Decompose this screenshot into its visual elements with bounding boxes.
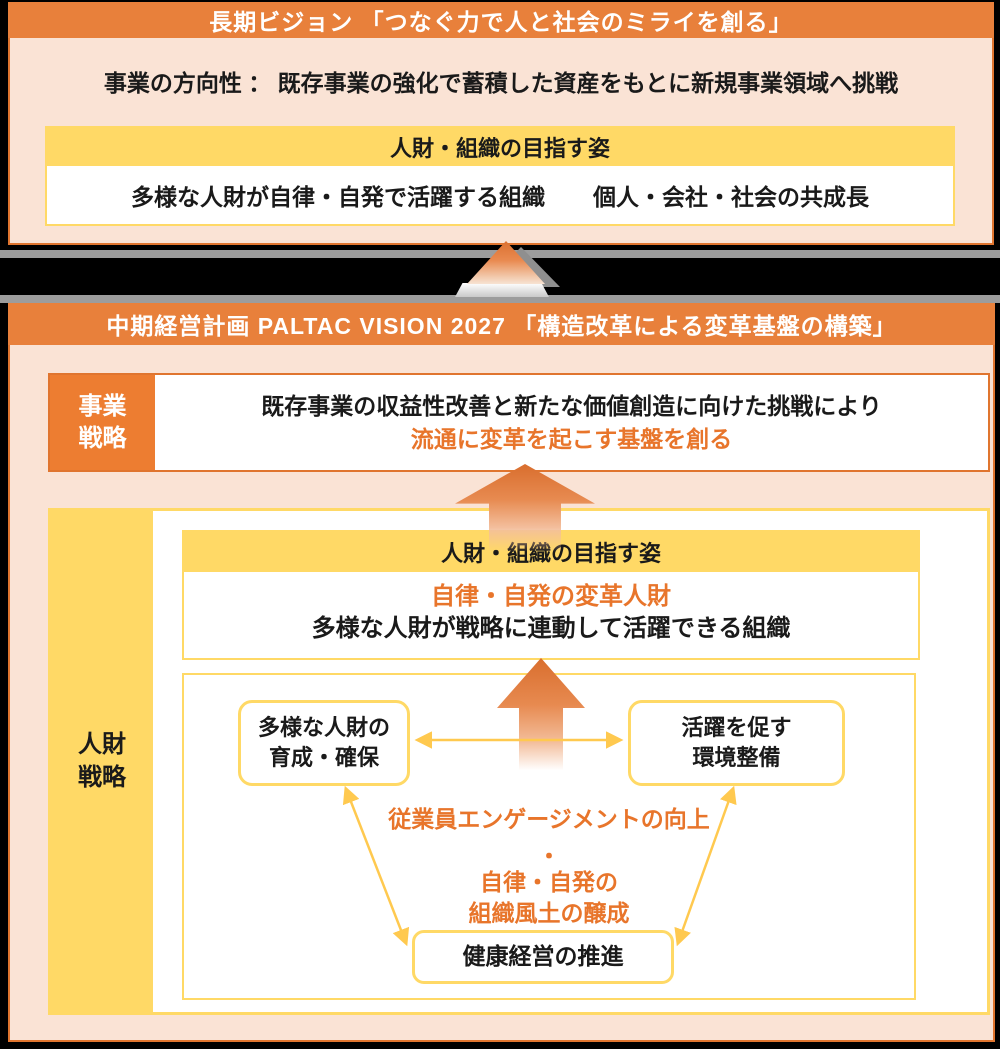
hr-strategy-label-line2: 戦略: [78, 763, 126, 791]
up-arrow-pedestal: [455, 283, 549, 297]
long-term-vision-body: 事業の方向性 ： 既存事業の強化で蓄積した資産をもとに新規事業領域へ挑戦 人財・…: [8, 38, 994, 245]
lt-hr-goal-left: 多様な人財が自律・自発で活躍する組織: [131, 184, 545, 210]
business-strategy-label: 事業 戦略: [50, 375, 155, 470]
health-management-box: 健康経営の推進: [412, 930, 674, 984]
hr-goal-body: 多様な人財が戦略に連動して活躍できる組織: [311, 615, 791, 642]
hr-strategy-box: 人財 戦略 人財・組織の目指す姿 自律・自発の変革人財 多様な人財が戦略に連動し…: [48, 508, 990, 1015]
shadow-strip-bottom: [0, 295, 1000, 303]
business-strategy-line1: 既存事業の収益性改善と新たな価値創造に向けた挑戦により: [261, 393, 882, 420]
hr-strategy-label: 人財 戦略: [51, 511, 153, 1012]
health-management-label: 健康経営の推進: [462, 943, 624, 970]
talent-development-line1: 多様な人財の: [257, 715, 390, 741]
long-term-vision-header: 長期ビジョン 「つなぐ力で人と社会のミライを創る」: [8, 2, 994, 38]
hr-goal-highlight: 自律・自発の変革人財: [431, 582, 671, 610]
business-strategy-label-line2: 戦略: [78, 424, 127, 452]
business-strategy-label-line1: 事業: [78, 393, 127, 421]
environment-box: 活躍を促す 環境整備: [628, 700, 845, 786]
separator-dot: ・: [537, 843, 561, 869]
mid-term-plan-body: 事業 戦略 既存事業の収益性改善と新たな価値創造に向けた挑戦により 流通に変革を…: [8, 345, 995, 1042]
connector-arrows: [342, 731, 737, 947]
lt-hr-goal-title: 人財・組織の目指す姿: [47, 128, 953, 166]
lt-hr-goal-box: 人財・組織の目指す姿 多様な人財が自律・自発で活躍する組織 個人・会社・社会の共…: [45, 126, 955, 226]
hr-strategy-label-line1: 人財: [78, 731, 126, 759]
engagement-text: 従業員エンゲージメントの向上: [388, 806, 710, 832]
mid-term-plan-header: 中期経営計画 PALTAC VISION 2027 「構造改革による変革基盤の構…: [8, 303, 995, 345]
business-strategy-line2: 流通に変革を起こす基盤を創る: [410, 425, 733, 452]
business-strategy-box: 事業 戦略 既存事業の収益性改善と新たな価値創造に向けた挑戦により 流通に変革を…: [48, 373, 990, 472]
environment-line2: 環境整備: [692, 745, 781, 770]
culture-text: 自律・自発の 組織風土の醸成: [184, 867, 914, 929]
initiatives-box: 多様な人財の 育成・確保 活躍を促す 環境整備 従業員エンゲージメントの向上 ・…: [182, 673, 916, 1000]
talent-development-line2: 育成・確保: [268, 745, 379, 770]
environment-line1: 活躍を促す: [681, 715, 792, 741]
culture-line1: 自律・自発の: [480, 869, 618, 895]
hr-goal-box: 人財・組織の目指す姿 自律・自発の変革人財 多様な人財が戦略に連動して活躍できる…: [182, 530, 920, 660]
talent-development-box: 多様な人財の 育成・確保: [238, 700, 410, 786]
business-direction-text: 事業の方向性 ： 既存事業の強化で蓄積した資産をもとに新規事業領域へ挑戦: [103, 70, 899, 96]
culture-line2: 組織風土の醸成: [468, 900, 630, 927]
lt-hr-goal-right: 個人・会社・社会の共成長: [593, 184, 869, 210]
